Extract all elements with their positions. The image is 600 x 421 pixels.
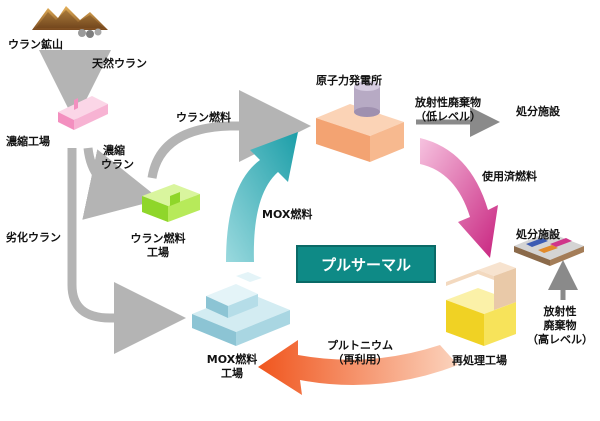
green-block-icon [142,184,200,222]
power-plant-label: 原子力発電所 [316,74,382,87]
reactor-building-icon [316,81,404,162]
reprocessing-plant-label: 再処理工場 [452,354,507,367]
low-waste-label-1: 放射性廃棄物 [415,96,481,109]
enriched-uranium-label-2: ウラン [101,158,134,171]
fuel-plant-label-1: ウラン燃料 [130,232,186,245]
arrow-depleted-to-mox [67,148,186,354]
arrow-enrichment-to-fuel-plant [82,147,161,220]
spent-fuel-label: 使用済燃料 [482,170,537,183]
enriched-uranium-label-1: 濃縮 [103,144,125,157]
fuel-plant-label-2: 工場 [147,246,169,259]
mountain-icon [32,6,108,38]
high-waste-label-1: 放射性 [543,305,577,318]
depleted-uranium-label: 劣化ウラン [6,231,61,244]
uranium-fuel-label: ウラン燃料 [176,111,231,124]
layered-ground-icon [514,232,584,266]
disposal-high-label: 処分施設 [516,228,560,241]
plutonium-label-1: プルトニウム [327,339,393,352]
high-waste-label-2: 廃棄物 [543,319,577,332]
pluthermal-center-label: プルサーマル [296,245,436,283]
spent-fuel-arrow [420,138,498,258]
dark-flow-arrows [416,107,578,300]
pink-block-icon [58,96,108,130]
plutonium-label-2: （再利用） [332,353,388,366]
disposal-low-label: 処分施設 [516,105,560,118]
enrichment-plant-label: 濃縮工場 [6,135,50,148]
blue-building-icon [192,272,290,346]
yellow-building-icon [446,262,516,346]
arrow-fuel-to-power-plant [147,90,311,179]
high-waste-label-3: （高レベル） [527,333,593,346]
uranium-mine-label: ウラン鉱山 [8,38,63,51]
mox-plant-label-2: 工場 [221,367,243,380]
gray-flow-arrows [39,50,311,354]
mox-fuel-arrow [226,132,298,262]
natural-uranium-label: 天然ウラン [92,57,147,70]
plutonium-arrow [258,340,458,395]
low-waste-label-2: （低レベル） [415,110,481,123]
mox-fuel-label: MOX燃料 [262,208,313,221]
mox-plant-label-1: MOX燃料 [206,353,258,366]
